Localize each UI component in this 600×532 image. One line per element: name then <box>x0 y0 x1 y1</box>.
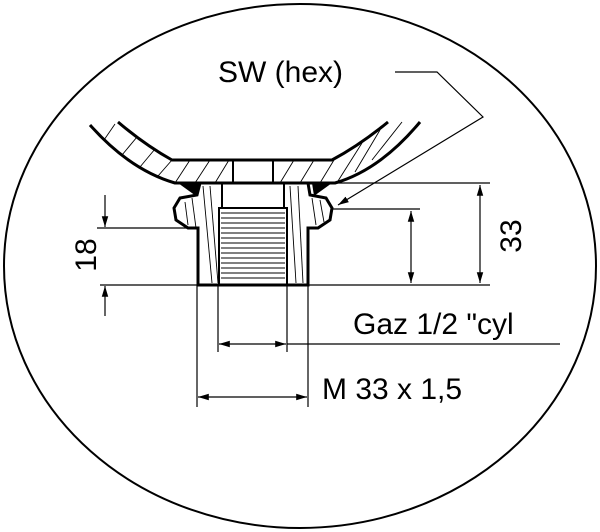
label-height-thread: 18 <box>70 238 103 271</box>
detail-circle <box>3 3 597 529</box>
threaded-fitting <box>172 182 334 287</box>
label-metric-thread: M 33 x 1,5 <box>322 373 462 406</box>
label-hex-size: SW (hex) <box>218 56 343 89</box>
vessel-wall <box>88 120 422 196</box>
dimension-lines <box>97 71 560 407</box>
internal-thread-lines <box>221 212 285 279</box>
label-height-total: 33 <box>495 219 528 252</box>
label-gas-thread: Gaz 1/2 "cyl <box>353 308 514 341</box>
